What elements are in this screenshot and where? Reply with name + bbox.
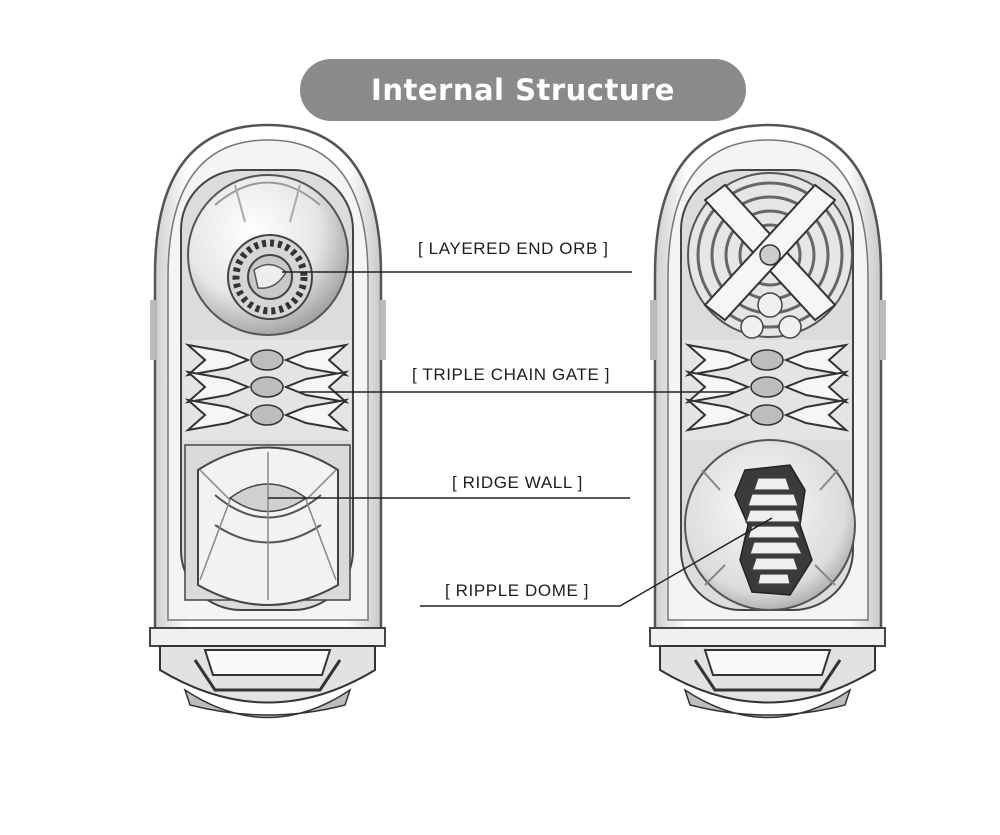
left-base-cap [149, 627, 386, 719]
right-ripple-end [687, 172, 853, 339]
right-base-cap [649, 627, 886, 719]
label-layered-end-orb: [ LAYERED END ORB ] [418, 239, 609, 258]
left-capsule [149, 123, 386, 719]
right-triple-chain-gate [683, 340, 851, 440]
right-capsule [649, 123, 886, 719]
callout-lines [268, 271, 773, 607]
callout-line-ripple-dome [420, 517, 773, 607]
title-banner: Internal Structure [300, 59, 746, 121]
page-title: Internal Structure [371, 73, 675, 107]
right-ripple-dome [684, 439, 856, 611]
left-triple-chain-gate [183, 340, 351, 440]
label-ripple-dome: [ RIPPLE DOME ] [445, 581, 590, 600]
label-ridge-wall: [ RIDGE WALL ] [452, 473, 583, 492]
left-ridge-wall [184, 444, 351, 606]
label-triple-chain-gate: [ TRIPLE CHAIN GATE ] [412, 365, 611, 384]
left-layered-end-orb [187, 174, 349, 336]
